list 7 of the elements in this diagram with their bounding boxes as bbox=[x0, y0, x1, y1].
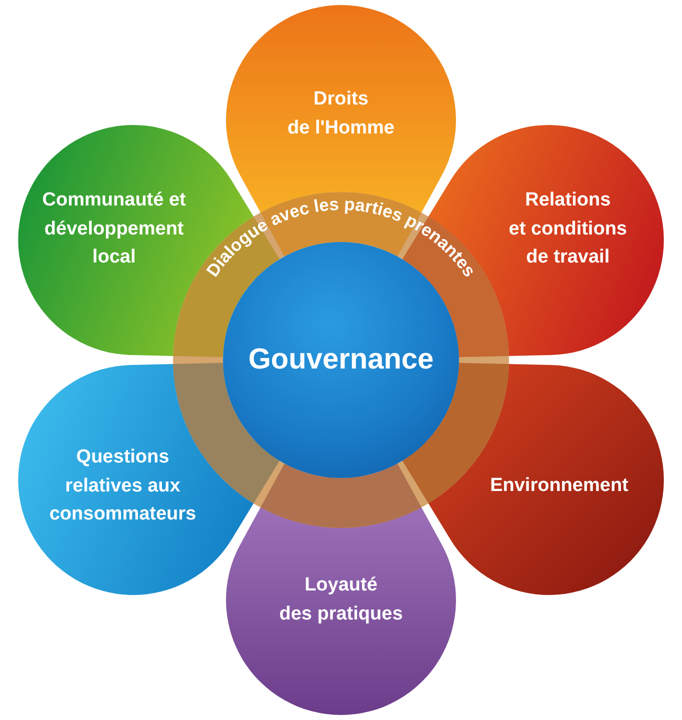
petal-label: Loyauté des pratiques bbox=[279, 574, 403, 626]
petal-label: Environnement bbox=[490, 474, 628, 498]
petal-label: Relations et conditions de travail bbox=[508, 188, 627, 270]
center-label: Gouvernance bbox=[248, 344, 434, 376]
petal-label: Droits de l'Homme bbox=[288, 88, 394, 140]
petal-label: Communauté et développement local bbox=[42, 188, 186, 270]
petal-label: Questions relatives aux consommateurs bbox=[49, 445, 196, 526]
